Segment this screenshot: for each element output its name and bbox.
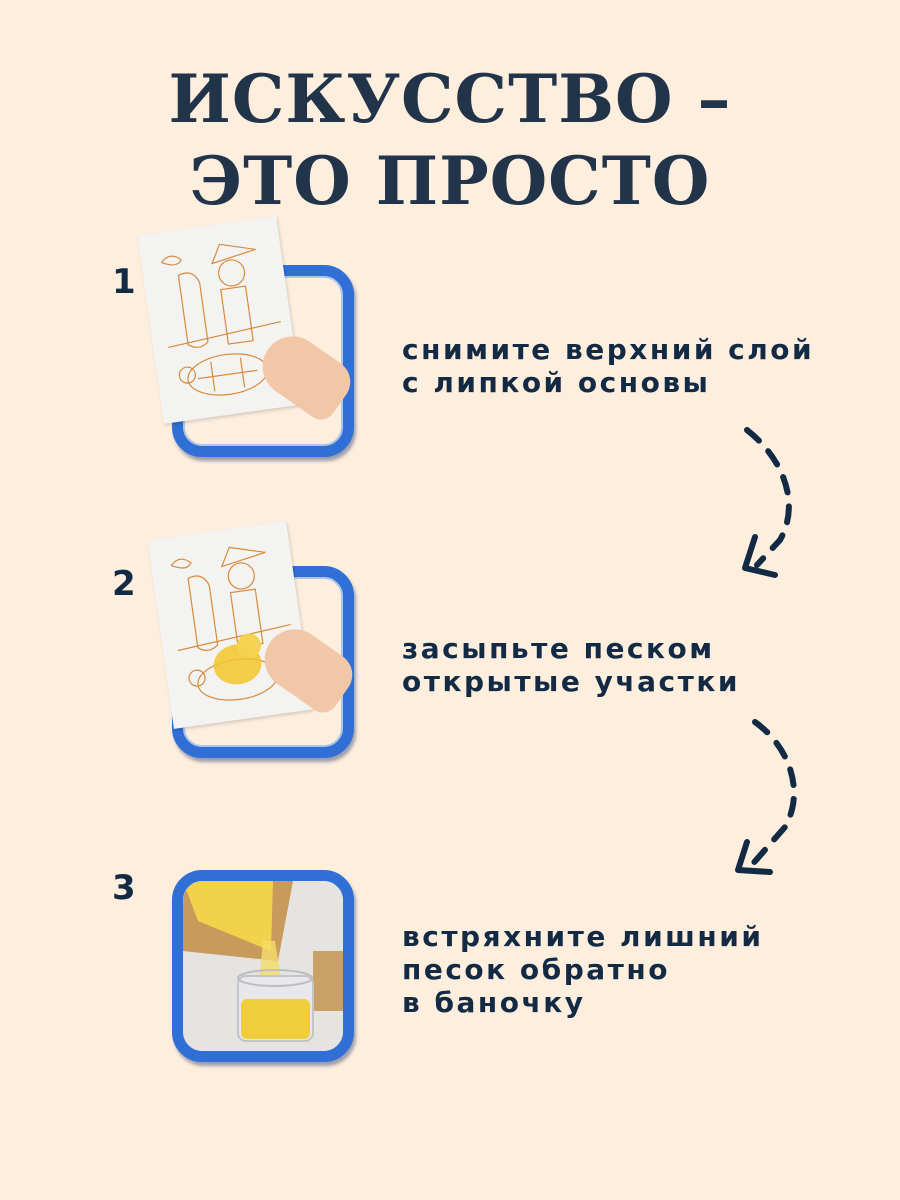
pirate-sheet-with-sand-icon bbox=[170, 546, 291, 701]
step-2-text: засыпьте песком открытые участки bbox=[402, 632, 740, 698]
step-3-text-line-1: встряхните лишний bbox=[402, 920, 764, 953]
title-line-1: ИСКУССТВО – bbox=[168, 60, 732, 138]
step-3-text-line-2: песок обратно bbox=[402, 953, 670, 986]
step-1-text-line-1: снимите верхний слой bbox=[402, 333, 815, 366]
step-1-text: снимите верхний слой с липкой основы bbox=[402, 333, 814, 399]
step-3-text: встряхните лишний песок обратно в баночк… bbox=[402, 920, 764, 1019]
step-2-text-line-1: засыпьте песком bbox=[402, 632, 715, 665]
step-number-3: 3 bbox=[112, 868, 136, 908]
step-2-text-line-2: открытые участки bbox=[402, 665, 740, 698]
dashed-curved-arrow-icon bbox=[742, 427, 792, 578]
step-3-text-line-3: в баночку bbox=[402, 986, 586, 1019]
step-3-frame bbox=[172, 870, 354, 1062]
step-2-image bbox=[147, 521, 313, 729]
page-title: ИСКУССТВО – ЭТО ПРОСТО bbox=[0, 58, 900, 222]
step-number-2: 2 bbox=[112, 564, 136, 604]
step-3-image bbox=[183, 881, 343, 1051]
step-1-text-line-2: с липкой основы bbox=[402, 366, 711, 399]
title-line-2: ЭТО ПРОСТО bbox=[189, 142, 711, 220]
sand-jar-photo-icon bbox=[183, 881, 343, 1051]
step-number-1: 1 bbox=[112, 262, 136, 302]
dashed-curved-arrow-icon bbox=[735, 719, 797, 875]
